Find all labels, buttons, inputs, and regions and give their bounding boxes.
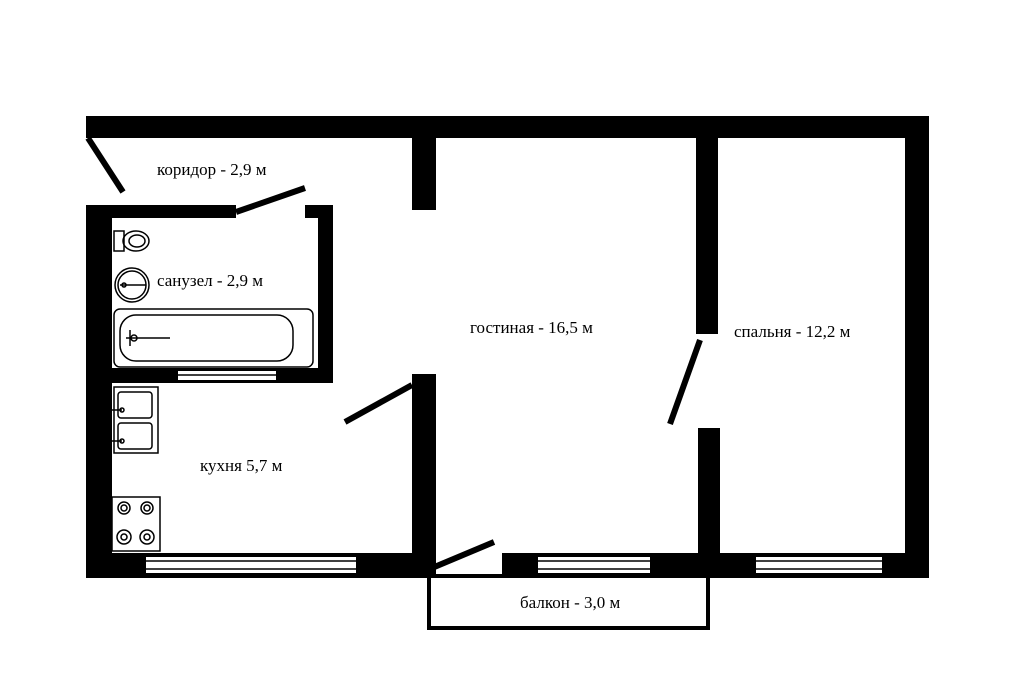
bathroom-vent	[178, 371, 276, 380]
living-left-partition-top	[412, 116, 436, 210]
bedroom-partition-bottom	[698, 428, 720, 578]
living-room-label: гостиная - 16,5 м	[470, 318, 593, 337]
corridor-label: коридор - 2,9 м	[157, 160, 267, 179]
bathroom-right-wall	[318, 205, 333, 383]
balcony-label: балкон - 3,0 м	[520, 593, 620, 612]
doors	[85, 136, 703, 571]
balcony-outline	[427, 574, 710, 630]
bedroom-window	[756, 557, 882, 573]
entrance-door	[85, 136, 126, 194]
kitchen-door	[343, 382, 414, 425]
stove-icon	[111, 496, 161, 552]
living-window	[538, 557, 650, 573]
kitchen-window	[146, 557, 356, 573]
balcony-door	[430, 539, 496, 571]
sink-icon	[114, 267, 150, 303]
bathroom-label: санузел - 2,9 м	[157, 271, 263, 290]
windows	[146, 371, 882, 573]
bedroom-partition-top	[696, 116, 718, 334]
kitchen-label: кухня 5,7 м	[200, 456, 283, 475]
left-wall	[86, 205, 112, 578]
bathroom-door	[235, 185, 306, 215]
kitchen-sink-icon	[112, 386, 159, 454]
bedroom-door	[667, 338, 703, 426]
right-wall	[905, 116, 929, 578]
top-wall	[86, 116, 929, 138]
bathroom-top-wall	[86, 205, 236, 218]
toilet-icon	[113, 230, 150, 252]
bathtub-icon	[113, 308, 314, 368]
living-left-partition-bottom	[412, 374, 436, 578]
bedroom-label: спальня - 12,2 м	[734, 322, 851, 341]
